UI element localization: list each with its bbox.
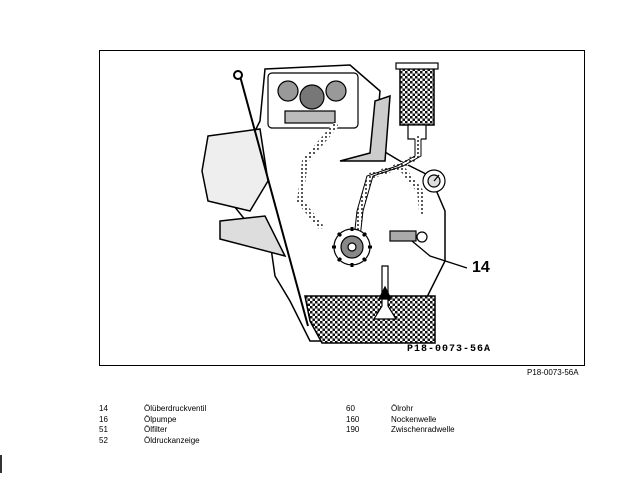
- engine-oil-circuit-figure: 14 P18-0073-56A: [99, 50, 585, 366]
- oil-pickup: [372, 265, 398, 320]
- legend-item: 51 Ölfilter: [99, 425, 206, 436]
- legend-number: 52: [99, 435, 108, 445]
- page-edge-mark: [0, 455, 2, 473]
- legend-label: Ölfilter: [144, 425, 168, 434]
- legend-number: 160: [346, 414, 360, 424]
- legend-item: 16 Ölpumpe: [99, 415, 206, 426]
- oil-sump: [304, 295, 436, 344]
- dipstick: [233, 70, 309, 327]
- engine-cutaway-illustration: [201, 62, 468, 344]
- callout-leader-14: [411, 240, 468, 269]
- cylinder-head: [267, 72, 359, 129]
- legend-number: 190: [346, 425, 360, 434]
- legend-label: Ölpumpe: [144, 414, 177, 424]
- legend-number: 51: [99, 425, 108, 434]
- oil-filter-51: [395, 62, 439, 140]
- legend-label: Öldruckanzeige: [144, 435, 200, 445]
- legend-number: 14: [99, 404, 108, 413]
- callout-number-14: 14: [472, 259, 490, 276]
- legend-item: 190 Zwischenradwelle: [346, 425, 455, 436]
- figure-reference: P18-0073-56A: [527, 368, 579, 377]
- legend-right-column: 60 Ölrohr 160 Nockenwelle 190 Zwischenra…: [346, 404, 455, 436]
- oil-pressure-gauge-52: [422, 169, 446, 193]
- legend-label: Nockenwelle: [391, 414, 437, 424]
- legend-item: 14 Ölüberdruckventil: [99, 404, 206, 415]
- oil-pump-16: [332, 227, 372, 267]
- pressure-relief-valve-14: [389, 230, 428, 243]
- legend-number: 16: [99, 414, 108, 424]
- figure-frame-code: P18-0073-56A: [407, 344, 492, 355]
- legend-label: Ölüberdruckventil: [144, 404, 207, 413]
- legend-label: Ölrohr: [391, 404, 414, 413]
- legend-left-column: 14 Ölüberdruckventil 16 Ölpumpe 51 Ölfil…: [99, 404, 206, 446]
- engine-block: [201, 64, 446, 342]
- legend-item: 160 Nockenwelle: [346, 415, 455, 426]
- legend-item: 52 Öldruckanzeige: [99, 436, 206, 447]
- legend-label: Zwischenradwelle: [391, 425, 455, 434]
- legend-item: 60 Ölrohr: [346, 404, 455, 415]
- legend-number: 60: [346, 404, 355, 413]
- oil-passages: [296, 123, 425, 259]
